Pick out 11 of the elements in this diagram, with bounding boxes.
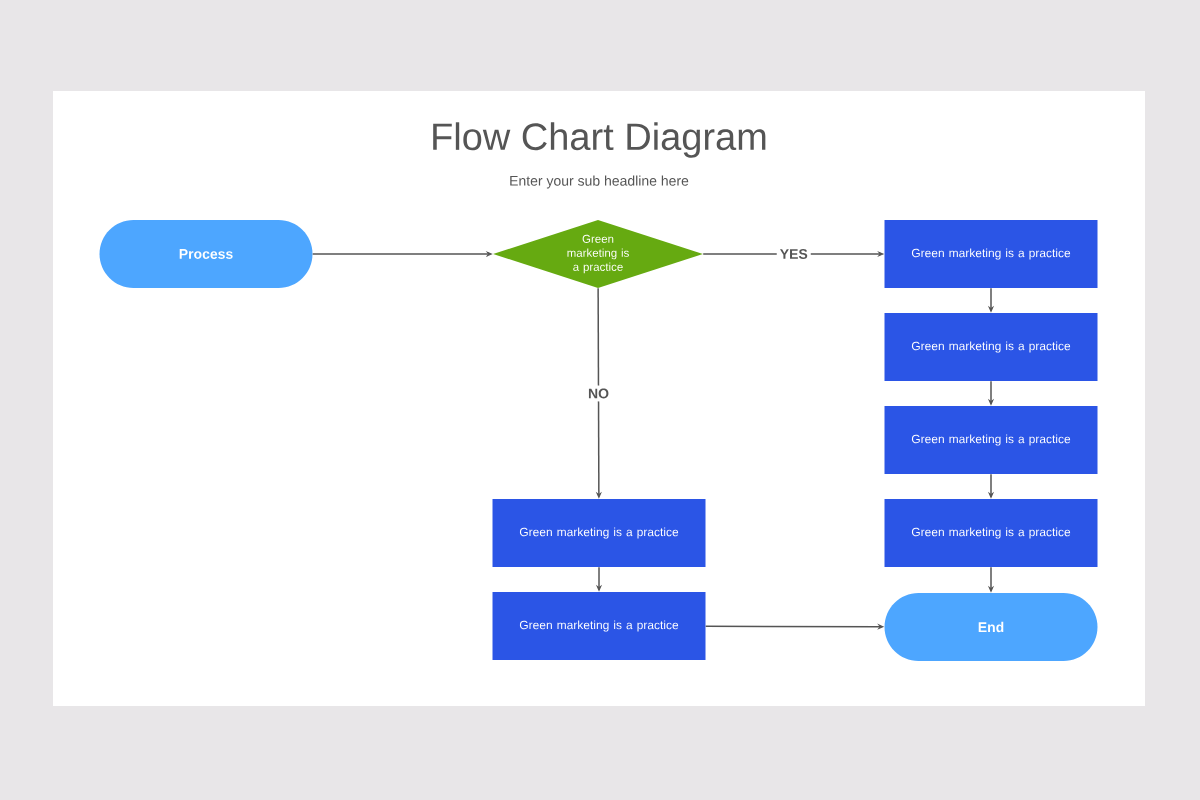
process-box: Green marketing is a practice: [884, 220, 1098, 288]
terminal-pill: Process: [99, 220, 313, 288]
process-box: Green marketing is a practice: [884, 406, 1098, 474]
terminal-pill: End: [884, 593, 1098, 661]
process-box: Green marketing is a practice: [884, 313, 1098, 381]
process-box: Green marketing is a practice: [884, 499, 1098, 567]
title: Flow Chart Diagram: [433, 122, 766, 158]
process-box: Green marketing is a practice: [492, 499, 706, 567]
process-box: Green marketing is a practice: [492, 592, 706, 660]
subtitle: Enter your sub headline here: [510, 175, 689, 189]
edge-label: YES: [776, 246, 811, 262]
